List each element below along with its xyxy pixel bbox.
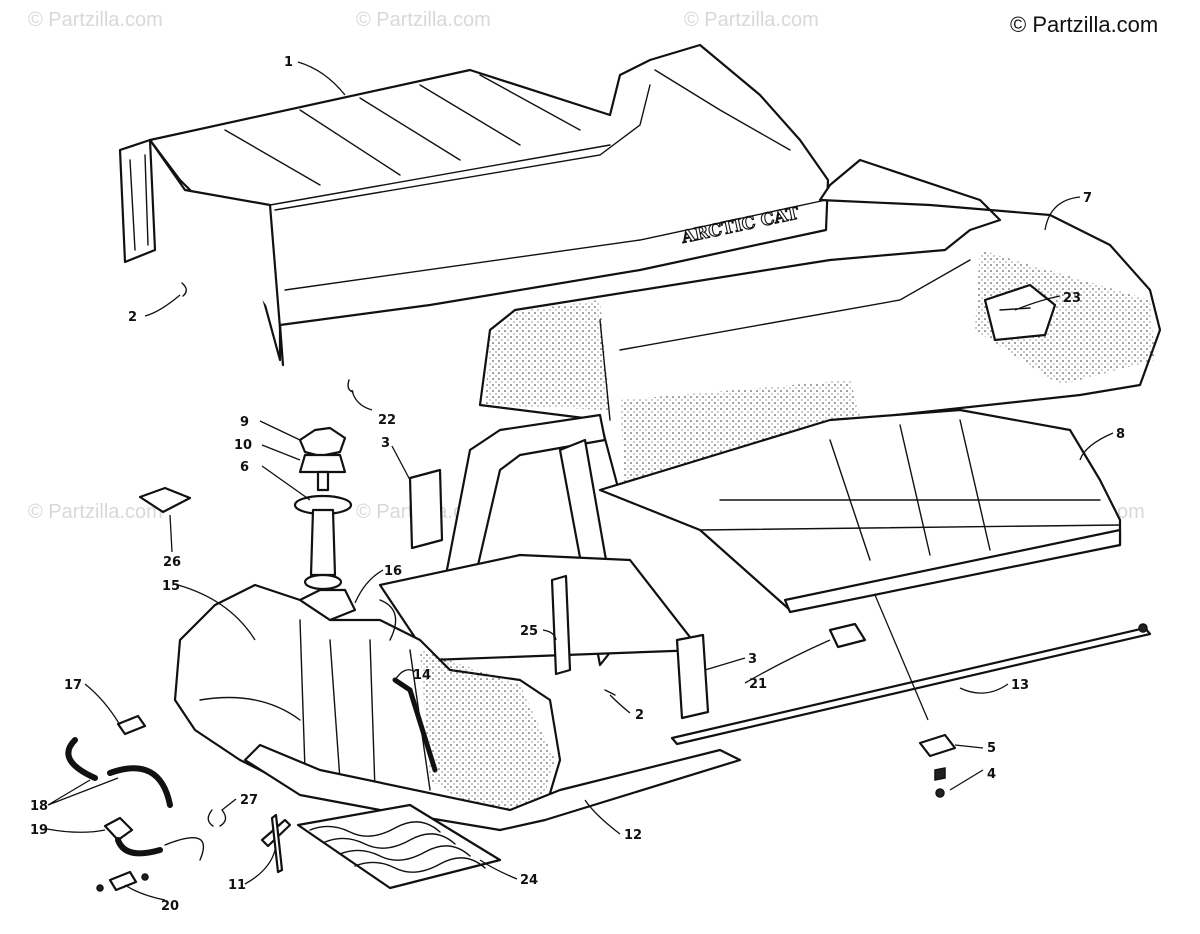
callout-22[interactable]: 22 (378, 413, 396, 428)
fastener-part-2[interactable] (604, 689, 616, 696)
fuel-tank-part-15[interactable] (173, 583, 742, 832)
callout-14[interactable]: 14 (413, 668, 431, 683)
fuel-cap-assembly[interactable] (293, 426, 353, 591)
callout-18[interactable]: 18 (30, 799, 48, 814)
rod-end-part-13 (1138, 623, 1148, 633)
filter-part-20 (108, 870, 138, 892)
callout-26[interactable]: 26 (163, 555, 181, 570)
callout-9[interactable]: 9 (240, 415, 249, 430)
clamp-part-27[interactable] (207, 809, 227, 827)
pad-part-26[interactable] (138, 486, 192, 514)
pad-part-3[interactable] (408, 468, 444, 550)
leader-lines (46, 61, 1114, 901)
pad-part-3[interactable] (675, 633, 710, 720)
callout-6[interactable]: 6 (240, 460, 249, 475)
watermark: © Partzilla.com (28, 9, 163, 31)
callout-21[interactable]: 21 (749, 677, 767, 692)
vent-tube-part-16[interactable] (379, 599, 397, 641)
callout-5[interactable]: 5 (987, 741, 996, 756)
callout-12[interactable]: 12 (624, 828, 642, 843)
callout-2[interactable]: 2 (128, 310, 137, 325)
seat-base-part-7[interactable] (478, 158, 1162, 497)
callout-16[interactable]: 16 (384, 564, 402, 579)
callout-20[interactable]: 20 (161, 899, 179, 914)
callout-2[interactable]: 2 (635, 708, 644, 723)
vent-tube-part-14[interactable] (392, 677, 438, 773)
callout-11[interactable]: 11 (228, 878, 246, 893)
mat-part-24[interactable] (296, 803, 502, 890)
callout-3[interactable]: 3 (748, 652, 757, 667)
clip-part-5[interactable] (918, 733, 957, 758)
callout-25[interactable]: 25 (520, 624, 538, 639)
fastener-part-2[interactable] (181, 282, 187, 297)
seat-part-1[interactable]: ARCTIC CAT (118, 43, 830, 367)
callout-17[interactable]: 17 (64, 678, 82, 693)
watermark: © Partzilla.com (356, 9, 491, 31)
callout-23[interactable]: 23 (1063, 291, 1081, 306)
pad-part-21[interactable] (828, 622, 867, 649)
callout-4[interactable]: 4 (987, 767, 996, 782)
fuel-cap-gasket-part-10 (298, 453, 347, 474)
callout-10[interactable]: 10 (234, 438, 252, 453)
callout-7[interactable]: 7 (1083, 191, 1092, 206)
washer-part-4[interactable] (934, 767, 946, 781)
callout-3[interactable]: 3 (381, 436, 390, 451)
callout-27[interactable]: 27 (240, 793, 258, 808)
callout-24[interactable]: 24 (520, 873, 538, 888)
rod-part-13[interactable] (670, 626, 1152, 746)
valve-part-11[interactable] (260, 813, 292, 874)
callout-15[interactable]: 15 (162, 579, 180, 594)
watermark: © Partzilla.com (684, 9, 819, 31)
frame-part-8[interactable] (378, 408, 1122, 667)
copyright-notice: © Partzilla.com (1010, 12, 1158, 37)
fuel-cap-part-9 (298, 426, 347, 458)
fuel-line-assembly[interactable] (65, 714, 205, 892)
callouts: 1 2 2 3 3 4 5 6 7 8 9 10 11 12 13 14 15 … (30, 55, 1125, 914)
callout-19[interactable]: 19 (30, 823, 48, 838)
bracket-part-25[interactable] (550, 574, 572, 676)
callout-1[interactable]: 1 (284, 55, 293, 70)
watermark: © Partzilla.com (28, 501, 163, 523)
tee-part-19 (103, 816, 134, 842)
callout-13[interactable]: 13 (1011, 678, 1029, 693)
nut-part-4[interactable] (935, 788, 945, 798)
callout-8[interactable]: 8 (1116, 427, 1125, 442)
fitting-part-17 (116, 714, 147, 736)
